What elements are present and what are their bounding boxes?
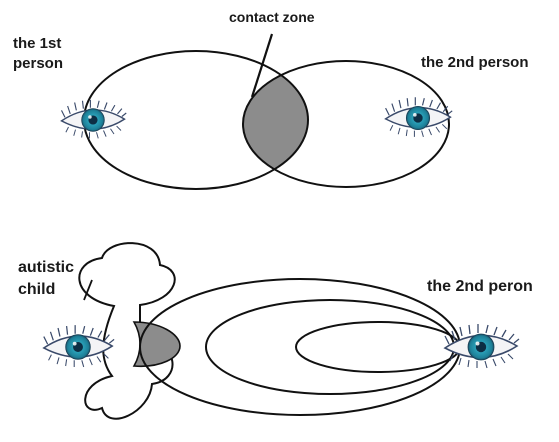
autistic-child-label-line1: autistic <box>18 257 74 279</box>
contact-zone-label: contact zone <box>229 7 315 27</box>
first-person-label: the 1st person <box>13 34 63 74</box>
eye-icon <box>44 325 114 367</box>
second-person-label-top: the 2nd person <box>421 53 529 73</box>
second-person-field-medium <box>206 300 454 394</box>
second-person-field-small <box>296 322 460 372</box>
second-person-field-large <box>140 279 460 415</box>
autistic-child-label-line2: child <box>18 279 74 301</box>
first-person-label-line2: person <box>13 54 63 74</box>
first-person-label-line1: the 1st <box>13 34 63 54</box>
second-person-label-bottom: the 2nd peron <box>427 277 533 297</box>
autistic-child-label: autistic child <box>18 257 74 301</box>
eye-icon <box>62 100 127 139</box>
